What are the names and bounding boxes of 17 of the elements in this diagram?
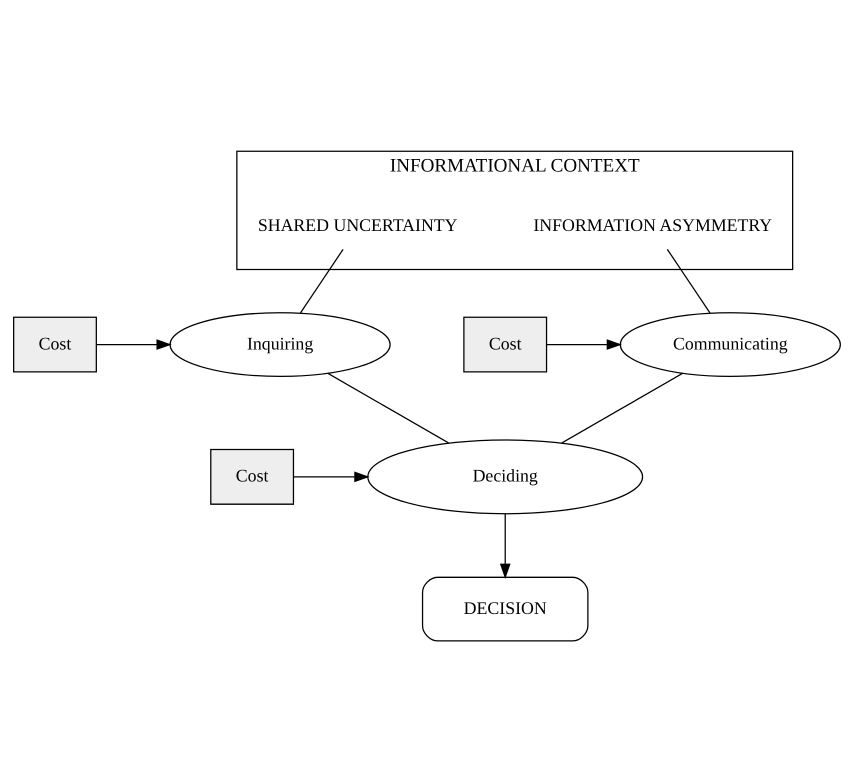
- arrow: [294, 472, 370, 482]
- node-ellipse: Communicating: [620, 312, 841, 377]
- connector: [561, 372, 683, 444]
- node-text: SHARED UNCERTAINTY: [258, 215, 458, 236]
- node-ellipse: Inquiring: [169, 312, 391, 377]
- node-box: DECISION: [422, 576, 589, 642]
- arrow: [96, 339, 172, 350]
- arrow: [546, 339, 622, 350]
- node-box: Cost: [210, 448, 294, 505]
- connector: [666, 249, 710, 314]
- connector: [328, 372, 450, 444]
- node-ellipse: Deciding: [367, 439, 644, 514]
- node-text: INFORMATION ASYMMETRY: [533, 215, 772, 236]
- node-box: Cost: [463, 316, 548, 373]
- node-box: Cost: [13, 316, 97, 373]
- connector: [300, 249, 344, 314]
- arrow: [500, 514, 511, 579]
